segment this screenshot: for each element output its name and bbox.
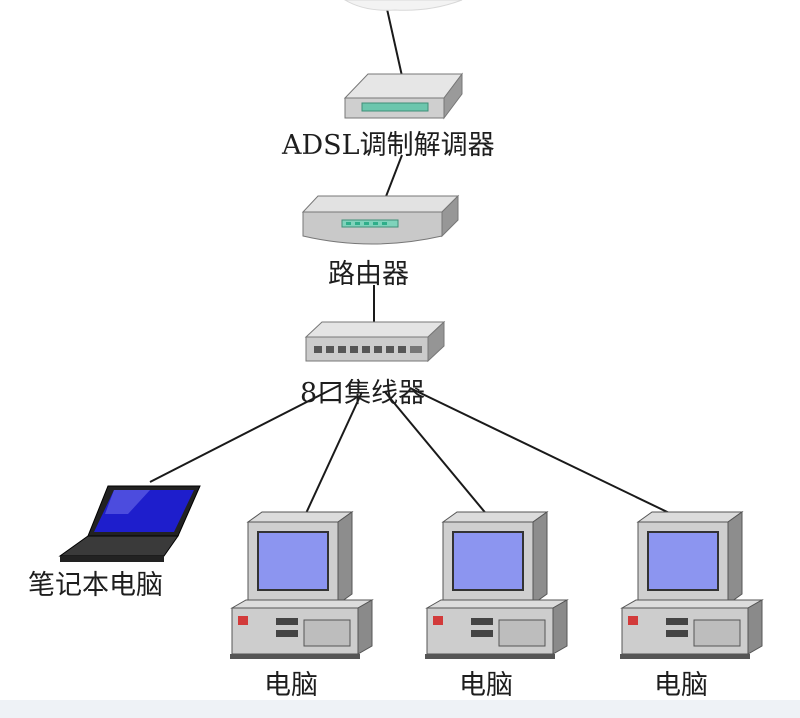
desktop-pc-icon-1 <box>230 511 374 659</box>
modem-icon <box>343 72 463 120</box>
hub-label: 8口集线器 <box>300 378 426 409</box>
internet-cloud-icon <box>344 0 463 11</box>
pc1-label: 电脑 <box>264 670 318 701</box>
bottom-strip <box>0 700 800 718</box>
link-hub-pc3 <box>409 387 689 523</box>
link-cloud-modem <box>384 0 405 86</box>
router-icon <box>301 194 460 245</box>
pc2-label: 电脑 <box>459 670 513 701</box>
desktop-pc-icon-2 <box>425 511 569 659</box>
laptop-label: 笔记本电脑 <box>28 570 163 601</box>
desktop-pc-icon-3 <box>620 511 764 659</box>
modem-label: ADSL调制解调器 <box>282 130 495 161</box>
pc3-label: 电脑 <box>654 670 708 701</box>
connections <box>149 0 689 523</box>
link-hub-pc1 <box>301 391 363 523</box>
laptop-icon <box>58 485 201 562</box>
link-hub-pc2 <box>384 391 494 523</box>
router-label: 路由器 <box>328 259 409 290</box>
hub-icon <box>304 320 446 363</box>
link-hub-laptop <box>149 384 341 483</box>
